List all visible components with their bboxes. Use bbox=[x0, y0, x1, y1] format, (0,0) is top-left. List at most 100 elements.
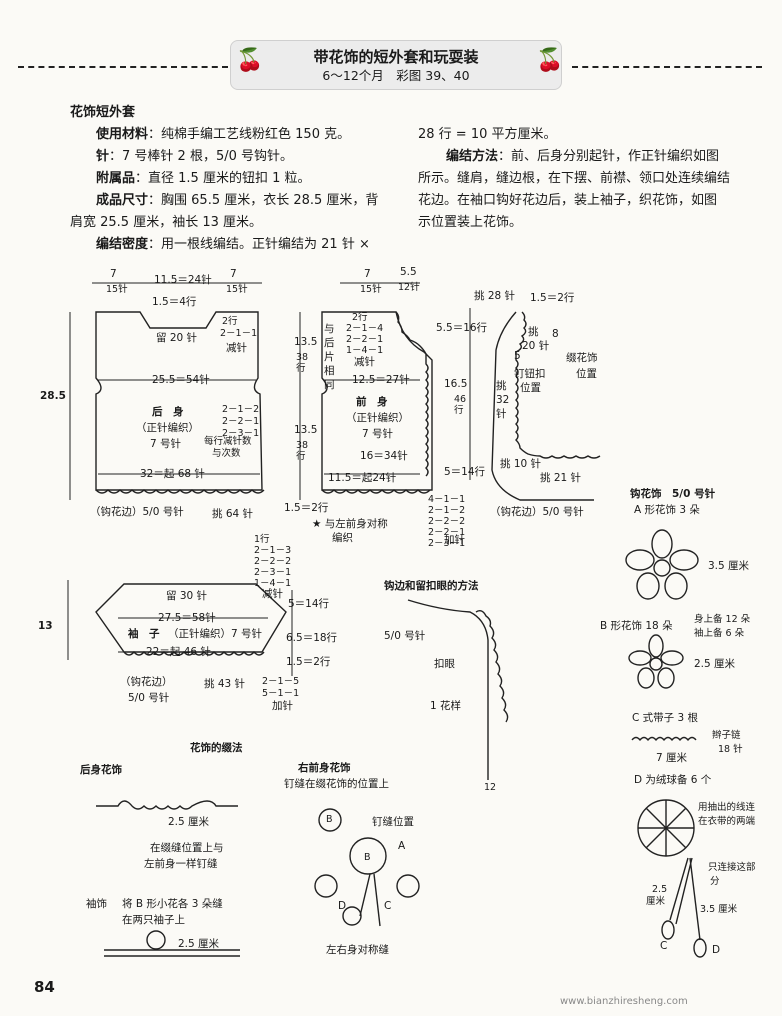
flower-b-note2: 袖上备 6 朵 bbox=[694, 628, 745, 639]
flower-b-size: 2.5 厘米 bbox=[694, 658, 736, 670]
collar-pick: 挑 28 针 bbox=[474, 290, 516, 302]
front-stitch: （正针编织） bbox=[346, 412, 409, 424]
front-note2: 编织 bbox=[332, 532, 353, 544]
collar-pick2: 挑 bbox=[528, 326, 539, 338]
cord-c-label: C 式带子 3 根 bbox=[632, 712, 699, 724]
attach-front-note: 钉缝在缀花饰的位置上 bbox=[284, 778, 389, 790]
method-line-3: 花边。在袖口钩好花边后，装上袖子，织花饰，如图 bbox=[418, 193, 718, 208]
size-line: 成品尺寸：胸围 65.5 厘米，衣长 28.5 厘米，背 bbox=[96, 193, 379, 208]
collar-h2: 16.5 bbox=[444, 378, 468, 390]
connector-size1b: 厘米 bbox=[646, 896, 666, 907]
attach-sym: 左右身对称缝 bbox=[326, 944, 389, 956]
flowers-title: 钩花饰 5/0 号针 bbox=[630, 488, 716, 500]
edging-hole: 扣眼 bbox=[434, 658, 455, 670]
back-dec1: 2－1－2 bbox=[222, 404, 260, 415]
front-inc2: 2－1－2 bbox=[428, 505, 466, 516]
front-neck4: 1－4－1 bbox=[346, 345, 384, 356]
attach-d: D bbox=[338, 900, 347, 912]
front-edge-outline bbox=[491, 311, 594, 501]
collar-btn-label2: 位置 bbox=[520, 382, 541, 394]
back-top-w2: 11.5＝24针 bbox=[154, 274, 212, 286]
back-neck-rows: 1.5＝4行 bbox=[152, 296, 197, 308]
front-needle: 7 号针 bbox=[362, 428, 394, 440]
attach-sleeve-note1: 将 B 形小花各 3 朵缝 bbox=[122, 898, 223, 910]
front-top-w2b: 12针 bbox=[398, 282, 420, 293]
front-bottom: 11.5＝起24针 bbox=[328, 472, 397, 484]
collar-deco2: 位置 bbox=[576, 368, 597, 380]
flower-b-icon bbox=[628, 634, 684, 689]
accessory-line: 附属品：直径 1.5 厘米的钮扣 1 粒。 bbox=[96, 171, 311, 186]
attach-pos: 钉缝位置 bbox=[372, 816, 414, 828]
cord-c-note2: 18 针 bbox=[718, 744, 743, 755]
collar-h2b: 46行 bbox=[454, 394, 467, 416]
connector-d-label: D bbox=[712, 944, 721, 956]
back-neck-dec3: 2－1－1 bbox=[220, 328, 258, 339]
back-name: 后 身 bbox=[152, 406, 184, 418]
back-needle: 7 号针 bbox=[150, 438, 182, 450]
header-dashes-left bbox=[18, 66, 228, 68]
collar-pick4: 挑 bbox=[496, 380, 507, 392]
front-bottom-rows: 1.5＝2行 bbox=[284, 502, 329, 514]
back-top-w1: 7 bbox=[110, 268, 117, 280]
front-neck1: 2行 bbox=[352, 312, 368, 323]
attach-back-note2: 左前身一样钉缝 bbox=[144, 858, 218, 870]
collar-h1: 5.5＝16行 bbox=[436, 322, 488, 334]
back-height: 28.5 bbox=[40, 390, 66, 402]
back-dec2: 2－2－1 bbox=[222, 416, 260, 427]
needles-line: 针：7 号棒针 2 根，5/0 号钩针。 bbox=[96, 149, 294, 164]
flower-a-label: A 形花饰 3 朵 bbox=[634, 504, 700, 516]
collar-pick6: 挑 21 针 bbox=[540, 472, 582, 484]
sleeve-border2: 5/0 号针 bbox=[128, 692, 170, 704]
attach-sleeve-note2: 在两只袖子上 bbox=[122, 914, 185, 926]
sleeve-inc3: 2－2－2 bbox=[254, 556, 292, 567]
header-dashes-right bbox=[572, 66, 762, 68]
sleeve-inc4: 2－3－1 bbox=[254, 567, 292, 578]
front-mid: 12.5＝27针 bbox=[352, 374, 410, 386]
sleeve-inc5: 1－4－1 bbox=[254, 578, 292, 589]
attach-back-note1: 在缀缝位置上与 bbox=[150, 842, 224, 854]
page-subtitle: 6～12个月 彩图 39、40 bbox=[322, 68, 470, 83]
front-inc-label: 加针 bbox=[444, 534, 465, 546]
attach-a: A bbox=[398, 840, 406, 852]
collar-deco1: 缀花饰 bbox=[566, 352, 598, 364]
back-shoulder: 25.5＝54针 bbox=[152, 374, 210, 386]
front-deco-flowers bbox=[314, 808, 420, 927]
attach-sleeve-label: 袖饰 bbox=[86, 898, 107, 910]
flower-a-size: 3.5 厘米 bbox=[708, 560, 750, 572]
sleeve-dec1: 2－1－5 bbox=[262, 676, 300, 687]
attach-c: C bbox=[384, 900, 392, 912]
sleeve-h1: 5＝14行 bbox=[288, 598, 330, 610]
back-stitch: （正针编织） bbox=[136, 422, 199, 434]
front-inc1: 4－1－1 bbox=[428, 494, 466, 505]
back-border bbox=[95, 489, 265, 494]
sleeve-inc2: 2－1－3 bbox=[254, 545, 292, 556]
back-neck-dec2: 2行 bbox=[222, 316, 238, 327]
gauge-line-2: 28 行 = 10 平方厘米。 bbox=[418, 127, 557, 142]
connector-c-label: C bbox=[660, 940, 668, 952]
cherry-icon-left: 🍒 bbox=[236, 48, 264, 73]
back-top-w3: 7 bbox=[230, 268, 237, 280]
collar-pick4b: 32 bbox=[496, 394, 510, 406]
collar-h3: 5＝14行 bbox=[444, 466, 486, 478]
front-neck-dec: 减针 bbox=[354, 356, 375, 368]
cherry-icon-right: 🍒 bbox=[536, 48, 564, 73]
connector-size2: 3.5 厘米 bbox=[700, 904, 738, 915]
title-block: 带花饰的短外套和玩耍装 6～12个月 彩图 39、40 bbox=[230, 40, 562, 90]
back-dec-note2: 与次数 bbox=[212, 448, 241, 459]
collar-rows: 1.5＝2行 bbox=[530, 292, 575, 304]
front-h2b: 38行 bbox=[296, 440, 309, 462]
sleeve-deco-strip bbox=[104, 949, 240, 957]
attach-b1: B bbox=[326, 814, 333, 825]
attach-back-title: 后身花饰 bbox=[80, 764, 122, 776]
front-h1b: 38行 bbox=[296, 352, 309, 374]
front-neck2: 2－1－4 bbox=[346, 323, 384, 334]
gauge-line: 编结密度：用一根线编结。正针编结为 21 针 × bbox=[96, 237, 370, 252]
sleeve-name: 袖 子 bbox=[128, 628, 160, 640]
attach-front-title: 右前身花饰 bbox=[298, 762, 351, 774]
front-top-w1b: 15针 bbox=[360, 284, 382, 295]
edging-chain bbox=[407, 599, 489, 780]
front-top-w1: 7 bbox=[364, 268, 371, 280]
sleeve-height: 13 bbox=[38, 620, 53, 632]
front-name: 前 身 bbox=[356, 396, 388, 408]
sleeve-h2: 6.5＝18行 bbox=[286, 632, 338, 644]
